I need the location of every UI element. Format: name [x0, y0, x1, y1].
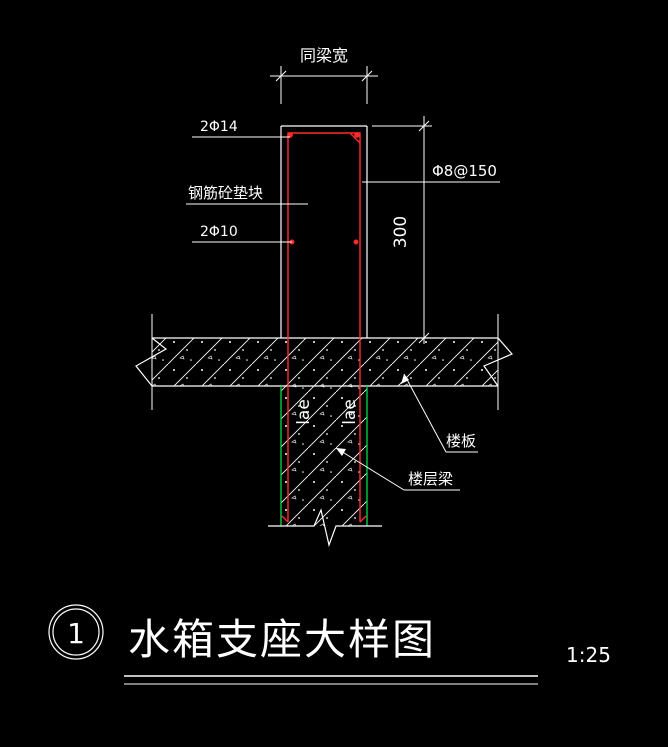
detail-number: 1 [67, 617, 85, 650]
beam-leader [335, 447, 460, 491]
width-dim-label: 同梁宽 [300, 46, 348, 65]
lae-right-label: lae [340, 399, 360, 425]
bottom-bar-label: 2Φ10 [200, 224, 238, 240]
beam-label: 楼层梁 [408, 470, 453, 488]
beam-leader-arrow [336, 448, 346, 456]
pad-block-label: 钢筋砼垫块 [188, 184, 263, 202]
detail-number-circle [48, 604, 104, 660]
left-break-symbol [135, 337, 168, 387]
lae-left-label: lae [294, 399, 314, 425]
top-bar-label: 2Φ14 [200, 119, 238, 135]
title-underline [124, 675, 538, 685]
slab-leader [403, 373, 478, 453]
height-dimension [372, 116, 432, 344]
drawing-scale: 1:25 [566, 643, 611, 667]
right-break-symbol [483, 337, 513, 387]
slab-label: 楼板 [446, 432, 476, 450]
slab-leader-arrow [401, 374, 409, 384]
support-block [280, 125, 368, 338]
drawing-title: 水箱支座大样图 [128, 615, 436, 664]
floor-beam [268, 386, 382, 548]
stirrup-label: Φ8@150 [432, 162, 497, 180]
width-dimension [270, 66, 378, 104]
height-dim-label: 300 [391, 216, 411, 248]
